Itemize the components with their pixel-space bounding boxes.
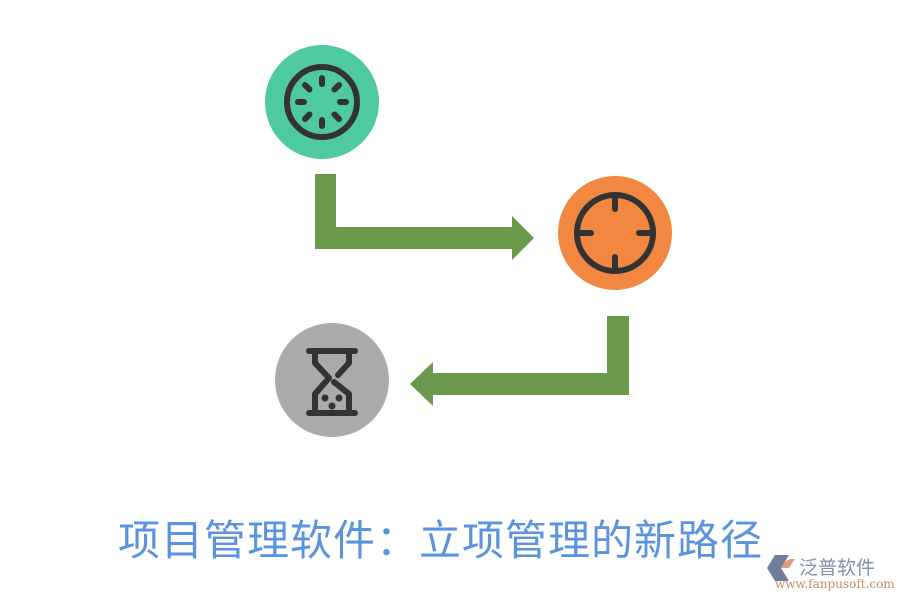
crosshair-target-icon xyxy=(574,192,656,274)
watermark-brand: 泛普软件 xyxy=(799,557,876,579)
watermark: 泛普软件 www.fanpusoft.com xyxy=(767,553,897,598)
watermark-url: www.fanpusoft.com xyxy=(775,577,895,591)
start-node xyxy=(265,45,379,159)
wait-node xyxy=(275,323,389,437)
page-title: 项目管理软件：立项管理的新路径 xyxy=(118,516,764,565)
arrow-start-to-target xyxy=(315,174,534,260)
hourglass-icon xyxy=(306,348,358,416)
arrow-target-to-wait xyxy=(410,316,629,406)
target-node xyxy=(558,176,672,290)
fanpu-logo-icon xyxy=(767,555,795,581)
loading-spinner-icon xyxy=(284,64,360,140)
